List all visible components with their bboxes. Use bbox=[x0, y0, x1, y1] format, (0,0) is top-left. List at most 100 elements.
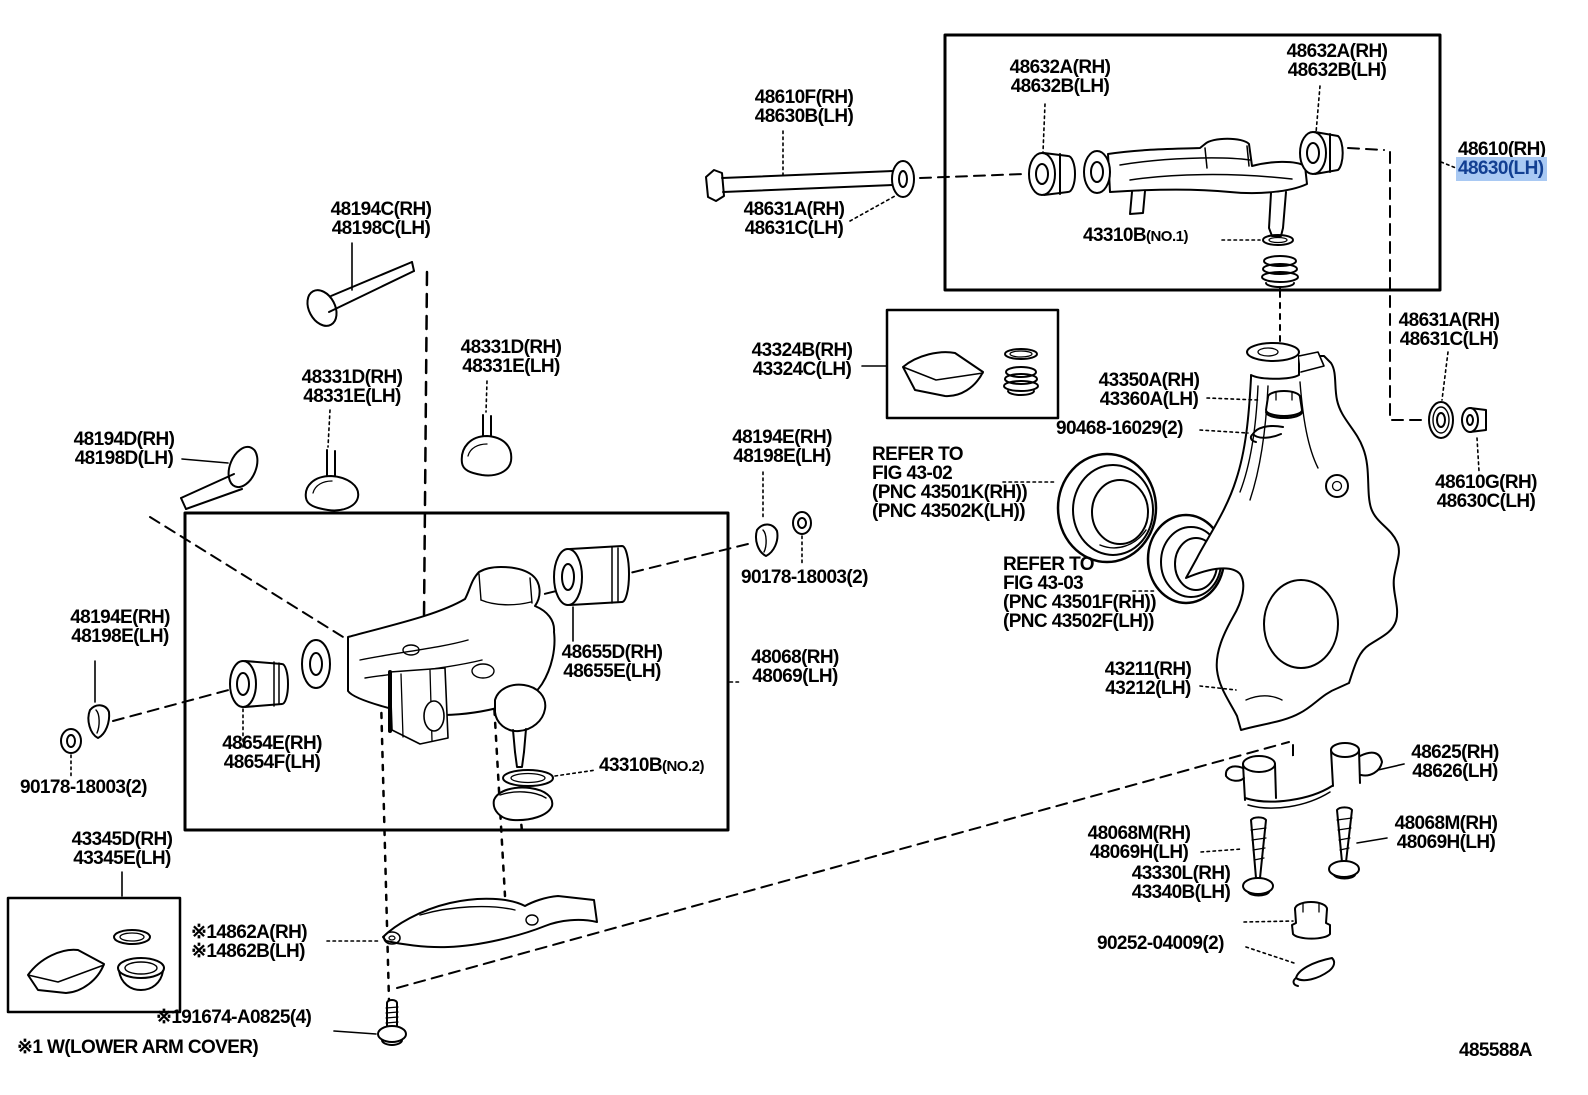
label-text: 43360A(LH) bbox=[1099, 389, 1199, 410]
label-line: 48069H(LH) bbox=[1088, 843, 1191, 862]
label-text: 48654F(LH) bbox=[223, 752, 321, 773]
label-text: 48198C(LH) bbox=[331, 218, 431, 239]
cam-bolt-48194d bbox=[181, 443, 263, 509]
part-label-48631a-top[interactable]: 48631A(RH)48631C(LH) bbox=[744, 200, 845, 238]
label-line: 48631C(LH) bbox=[744, 219, 845, 238]
part-label-48631a-right[interactable]: 48631A(RH)48631C(LH) bbox=[1399, 311, 1500, 349]
label-line: 43345D(RH) bbox=[72, 830, 173, 849]
hub-seal-small bbox=[1148, 515, 1224, 603]
label-line: 48331D(RH) bbox=[461, 338, 562, 357]
label-text: 48631A(RH) bbox=[1398, 310, 1500, 331]
leader-lines bbox=[71, 86, 1479, 1034]
cotter-pin-90252 bbox=[1294, 958, 1335, 986]
bracket-bolt-left bbox=[1243, 817, 1273, 895]
lower-arm-cover-14862 bbox=[383, 896, 597, 947]
part-label-48655d[interactable]: 48655D(RH)48655E(LH) bbox=[562, 643, 663, 681]
bracket-bolt-right bbox=[1329, 807, 1359, 878]
lower-ball-joint-bracket-48625 bbox=[1226, 743, 1382, 808]
label-text: 48610G(RH) bbox=[1435, 472, 1537, 493]
washer-48631-right bbox=[1429, 402, 1453, 438]
lower-ball-joint bbox=[495, 685, 545, 767]
label-text: 90178-18003(2) bbox=[20, 777, 147, 798]
cotter-pin-90468 bbox=[1251, 426, 1283, 442]
label-text: 48198E(LH) bbox=[71, 626, 169, 647]
part-label-48610-selected[interactable]: 48610(RH)48630(LH) bbox=[1456, 140, 1548, 181]
part-label-48068m-right[interactable]: 48068M(RH)48069H(LH) bbox=[1395, 814, 1498, 852]
label-text: 43324C(LH) bbox=[752, 359, 852, 380]
label-line: 48068M(RH) bbox=[1088, 824, 1191, 843]
label-line: ※14862B(LH) bbox=[191, 942, 307, 961]
label-line: 48194E(RH) bbox=[732, 428, 832, 447]
label-line: FIG 43-02 bbox=[872, 464, 1027, 483]
part-label-90178-left[interactable]: 90178-18003(2) bbox=[20, 778, 147, 797]
label-text: (PNC 43501F(RH)) bbox=[1003, 592, 1157, 613]
steering-knuckle bbox=[1186, 343, 1399, 730]
label-text: 48654E(RH) bbox=[222, 733, 322, 754]
label-text: 48069H(LH) bbox=[1089, 842, 1189, 863]
part-label-48625[interactable]: 48625(RH)48626(LH) bbox=[1411, 743, 1499, 781]
part-label-48068m-left[interactable]: 48068M(RH)48069H(LH) bbox=[1088, 824, 1191, 862]
label-text: (PNC 43501K(RH)) bbox=[872, 482, 1028, 503]
label-line: 48610(RH) bbox=[1458, 140, 1547, 159]
label-line: 48331E(LH) bbox=[461, 357, 562, 376]
part-label-48610g[interactable]: 48610G(RH)48630C(LH) bbox=[1435, 473, 1537, 511]
label-line: 48654E(RH) bbox=[222, 734, 322, 753]
shim-kit-box-43345 bbox=[8, 898, 180, 1012]
lower-arm-bushing-48654 bbox=[230, 661, 288, 707]
label-text: 90252-04009(2) bbox=[1097, 933, 1224, 954]
label-suffix: (NO.2) bbox=[661, 758, 705, 775]
label-text: 48655D(RH) bbox=[561, 642, 663, 663]
label-text: REFER TO bbox=[1003, 554, 1095, 575]
part-label-191674[interactable]: ※191674-A0825(4) bbox=[156, 1007, 312, 1028]
part-label-14862[interactable]: ※14862A(RH)※14862B(LH) bbox=[191, 923, 308, 961]
label-line: 48610F(RH) bbox=[755, 88, 854, 107]
part-label-48610f[interactable]: 48610F(RH)48630B(LH) bbox=[755, 88, 854, 126]
label-line: 48655D(RH) bbox=[562, 643, 663, 662]
label-line: 43324C(LH) bbox=[752, 360, 853, 379]
label-text: (PNC 43502F(LH)) bbox=[1003, 611, 1154, 632]
part-label-43324b[interactable]: 43324B(RH)43324C(LH) bbox=[752, 341, 853, 379]
nut-48610g bbox=[1462, 408, 1486, 432]
label-line: 90178-18003(2) bbox=[741, 568, 868, 587]
part-label-43330l[interactable]: 43330L(RH)43340B(LH) bbox=[1132, 864, 1231, 902]
label-line: 43212(LH) bbox=[1105, 679, 1191, 698]
label-line: 48631A(RH) bbox=[1399, 311, 1500, 330]
part-label-90468[interactable]: 90468-16029(2) bbox=[1056, 419, 1183, 438]
part-label-43310b-no1[interactable]: 43310B(NO.1) bbox=[1083, 226, 1188, 246]
part-label-90178-mid[interactable]: 90178-18003(2) bbox=[741, 568, 868, 587]
label-line: 43324B(RH) bbox=[752, 341, 853, 360]
part-label-43310b-no2[interactable]: 43310B(NO.2) bbox=[599, 756, 704, 776]
part-label-48654e[interactable]: 48654E(RH)48654F(LH) bbox=[222, 734, 322, 772]
label-line: 48331E(LH) bbox=[302, 387, 403, 406]
label-line: 90468-16029(2) bbox=[1056, 419, 1183, 438]
label-line: 48626(LH) bbox=[1411, 762, 1499, 781]
part-label-48194c[interactable]: 48194C(RH)48198C(LH) bbox=[331, 200, 432, 238]
label-text: 48631C(LH) bbox=[1399, 329, 1499, 350]
part-label-43211[interactable]: 43211(RH)43212(LH) bbox=[1105, 660, 1192, 698]
part-label-48194e-left[interactable]: 48194E(RH)48198E(LH) bbox=[70, 608, 170, 646]
label-text: 43324B(RH) bbox=[751, 340, 853, 361]
part-label-90252[interactable]: 90252-04009(2) bbox=[1097, 934, 1224, 953]
label-line: 43330L(RH) bbox=[1132, 864, 1231, 883]
part-label-43350a[interactable]: 43350A(RH)43360A(LH) bbox=[1099, 371, 1200, 409]
part-label-48632a-left[interactable]: 48632A(RH)48632B(LH) bbox=[1010, 58, 1111, 96]
label-text: 48630C(LH) bbox=[1436, 491, 1536, 512]
label-line: 48630B(LH) bbox=[755, 107, 854, 126]
part-label-48331d-2[interactable]: 48331D(RH)48331E(LH) bbox=[302, 368, 403, 406]
label-text: 48625(RH) bbox=[1411, 742, 1499, 763]
part-label-48331d-1[interactable]: 48331D(RH)48331E(LH) bbox=[461, 338, 562, 376]
part-label-48632a-right[interactable]: 48632A(RH)48632B(LH) bbox=[1287, 42, 1388, 80]
part-label-48068[interactable]: 48068(RH)48069(LH) bbox=[751, 648, 839, 686]
label-text: 48068M(RH) bbox=[1087, 823, 1191, 844]
label-text: ※191674-A0825(4) bbox=[156, 1007, 312, 1028]
label-text: 48632A(RH) bbox=[1286, 41, 1388, 62]
shim-kit-box-43324 bbox=[887, 310, 1058, 418]
lock-nut-43330l bbox=[1292, 902, 1330, 939]
part-label-43345d[interactable]: 43345D(RH)43345E(LH) bbox=[72, 830, 173, 868]
part-label-48194e-mid[interactable]: 48194E(RH)48198E(LH) bbox=[732, 428, 832, 466]
part-label-48194d[interactable]: 48194D(RH)48198D(LH) bbox=[74, 430, 175, 468]
cam-washer-48194e-mid bbox=[756, 524, 777, 556]
label-line: 43340B(LH) bbox=[1132, 883, 1231, 902]
ball-joint-snap-ring-no2 bbox=[503, 770, 553, 786]
